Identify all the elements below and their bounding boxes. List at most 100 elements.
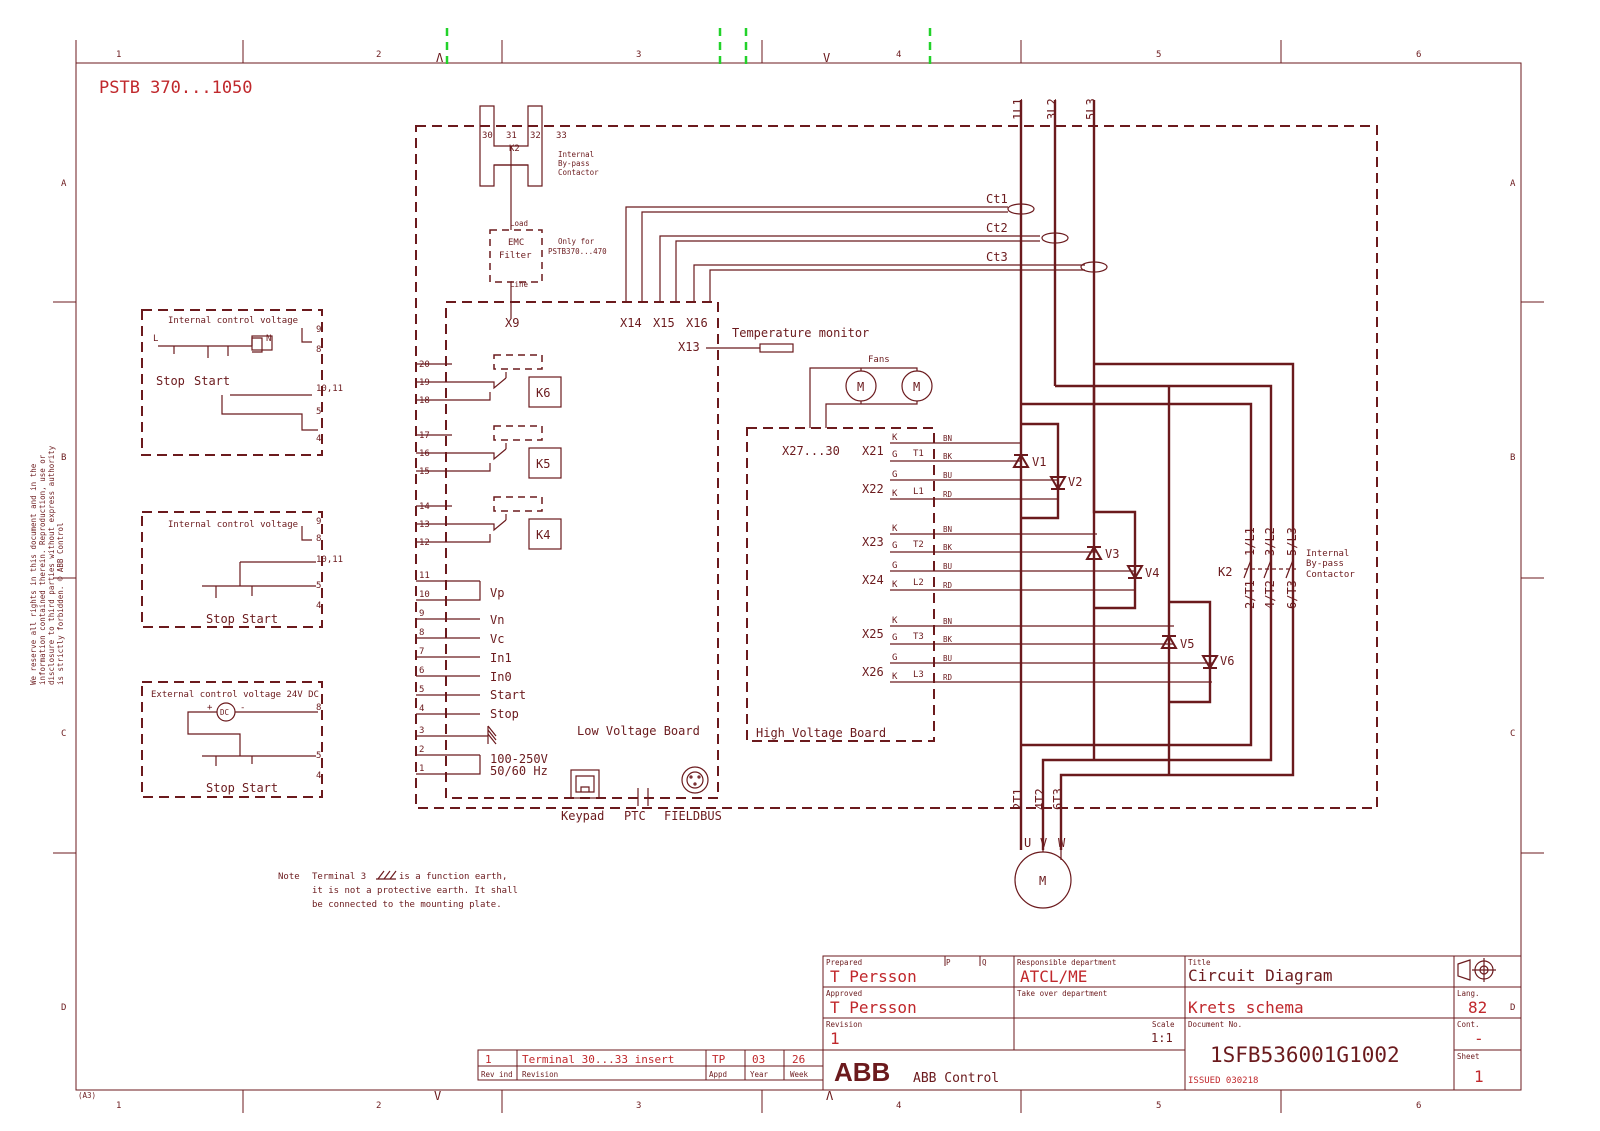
control-box-internal-1: Internal control voltage L N 9 8 10,11 5… <box>141 309 343 456</box>
earth-note: Note Terminal 3 is a function earth, it … <box>278 870 518 910</box>
grid-row-left: A <box>61 179 67 189</box>
svg-text:L3: L3 <box>913 670 924 680</box>
svg-text:9: 9 <box>316 325 321 335</box>
svg-text:BK: BK <box>943 543 953 552</box>
svg-text:K: K <box>892 489 898 499</box>
svg-text:Load: Load <box>510 219 528 228</box>
lv-top-connectors: X9 X14 X15 X16 X13 Temperature monitor <box>505 316 869 354</box>
svg-text:V1: V1 <box>1032 455 1046 469</box>
svg-text:BU: BU <box>943 654 952 663</box>
grid-col-top: 5 <box>1156 50 1161 60</box>
svg-text:is a function earth,: is a function earth, <box>399 872 507 882</box>
svg-text:8: 8 <box>316 345 321 355</box>
svg-text:Note: Note <box>278 872 300 882</box>
connector-x16: X16 <box>686 316 708 330</box>
sheet-number: 1 <box>1474 1067 1484 1086</box>
svg-text:03: 03 <box>752 1053 765 1066</box>
svg-text:L: L <box>153 334 158 344</box>
svg-text:Revision: Revision <box>522 1070 558 1079</box>
svg-text:We reserve all rights in this: We reserve all rights in this document a… <box>29 463 38 685</box>
fieldbus-label: FIELDBUS <box>664 809 722 823</box>
svg-text:L1: L1 <box>913 487 924 497</box>
svg-text:PSTB370...470: PSTB370...470 <box>548 247 607 256</box>
grid-col-top: 3 <box>636 50 641 60</box>
svg-text:G: G <box>892 561 897 571</box>
scale-value: 1:1 <box>1151 1031 1173 1045</box>
svg-text:4: 4 <box>419 704 424 714</box>
grid-col-bottom: 6 <box>1416 1101 1421 1111</box>
relay-k4: 14 13 12 K4 <box>416 496 562 550</box>
supply-phase-l2: 3L2 <box>1045 98 1059 120</box>
svg-text:+: + <box>207 703 213 713</box>
grid-col-bottom: 4 <box>896 1101 901 1111</box>
relay-k4-label: K4 <box>536 528 550 542</box>
svg-text:Cont.: Cont. <box>1457 1020 1480 1029</box>
svg-text:T1: T1 <box>913 449 924 459</box>
bypass-contactor-k2: K2 1/L1 3/L2 5/L3 2/T1 4/T2 6/T3 Interna… <box>1218 527 1355 609</box>
svg-text:8: 8 <box>316 703 321 713</box>
abb-logo: ABB <box>834 1057 890 1087</box>
svg-text:Filter: Filter <box>499 251 532 261</box>
softstarter-enclosure <box>415 125 1378 809</box>
svg-text:X21: X21 <box>862 444 884 458</box>
svg-text:L2: L2 <box>913 578 924 588</box>
svg-text:BU: BU <box>943 471 952 480</box>
svg-text:G: G <box>892 450 897 460</box>
svg-text:2: 2 <box>419 745 424 755</box>
svg-text:13: 13 <box>419 520 430 530</box>
svg-text:50/60 Hz: 50/60 Hz <box>490 764 548 778</box>
svg-text:5: 5 <box>316 407 321 417</box>
svg-text:4: 4 <box>316 771 321 781</box>
grid-col-top: 4 <box>896 50 901 60</box>
grid-col-top: 2 <box>376 50 381 60</box>
motor-symbol: M <box>1039 874 1046 888</box>
function-earth-icon <box>376 870 397 880</box>
svg-text:26: 26 <box>792 1053 805 1066</box>
hv-connectors: X21 K G T1 BN BK X22 G K L1 BU RD X23 K … <box>862 433 1212 683</box>
grid-col-top: 1 <box>116 50 121 60</box>
svg-text:disclosure to third parties wi: disclosure to third parties without expr… <box>47 445 56 685</box>
svg-text:7: 7 <box>419 647 424 657</box>
function-earth-symbol <box>487 725 497 745</box>
svg-text:Take over department: Take over department <box>1017 989 1107 998</box>
grid-col-top: 6 <box>1416 50 1421 60</box>
marker-v: V <box>434 1089 441 1103</box>
svg-text:8: 8 <box>419 628 424 638</box>
document-title-swedish: Krets schema <box>1188 998 1304 1017</box>
svg-text:K: K <box>892 433 898 443</box>
svg-text:K: K <box>892 580 898 590</box>
svg-text:V6: V6 <box>1220 654 1234 668</box>
ptc-label: PTC <box>624 809 646 823</box>
revision-table: 1 Terminal 30...33 insert TP 03 26 Rev i… <box>477 1049 824 1081</box>
motor-terminal-t1: 2T1 <box>1011 788 1025 810</box>
svg-text:4/T2: 4/T2 <box>1263 580 1277 609</box>
svg-text:Appd: Appd <box>709 1070 727 1079</box>
svg-text:5: 5 <box>419 685 424 695</box>
dc-source-symbol: DC <box>220 708 229 717</box>
svg-text:15: 15 <box>419 467 430 477</box>
paper-size: (A3) <box>78 1091 96 1100</box>
svg-text:Terminal 3: Terminal 3 <box>312 872 366 882</box>
svg-text:V2: V2 <box>1068 475 1082 489</box>
thyristor-v1 <box>1012 453 1030 468</box>
svg-text:information contained therein.: information contained therein. Reproduct… <box>38 454 47 685</box>
svg-text:K: K <box>892 524 898 534</box>
rights-text: We reserve all rights in this document a… <box>29 445 65 685</box>
svg-text:10,11: 10,11 <box>316 555 343 565</box>
svg-text:G: G <box>892 470 897 480</box>
svg-text:Vp: Vp <box>490 586 504 600</box>
svg-text:9: 9 <box>419 609 424 619</box>
svg-text:6/T3: 6/T3 <box>1285 580 1299 609</box>
svg-text:3/L2: 3/L2 <box>1263 527 1277 556</box>
svg-text:1/L1: 1/L1 <box>1243 527 1257 556</box>
grid-row-left: C <box>61 729 66 739</box>
document-title: Circuit Diagram <box>1188 966 1333 985</box>
svg-text:1: 1 <box>419 764 424 774</box>
svg-text:BN: BN <box>943 434 952 443</box>
grid-col-bottom: 5 <box>1156 1101 1161 1111</box>
svg-text:G: G <box>892 653 897 663</box>
thyristor-v3 <box>1085 545 1103 560</box>
fan-motor-symbol: M <box>913 380 920 394</box>
keypad-label: Keypad <box>561 809 604 823</box>
